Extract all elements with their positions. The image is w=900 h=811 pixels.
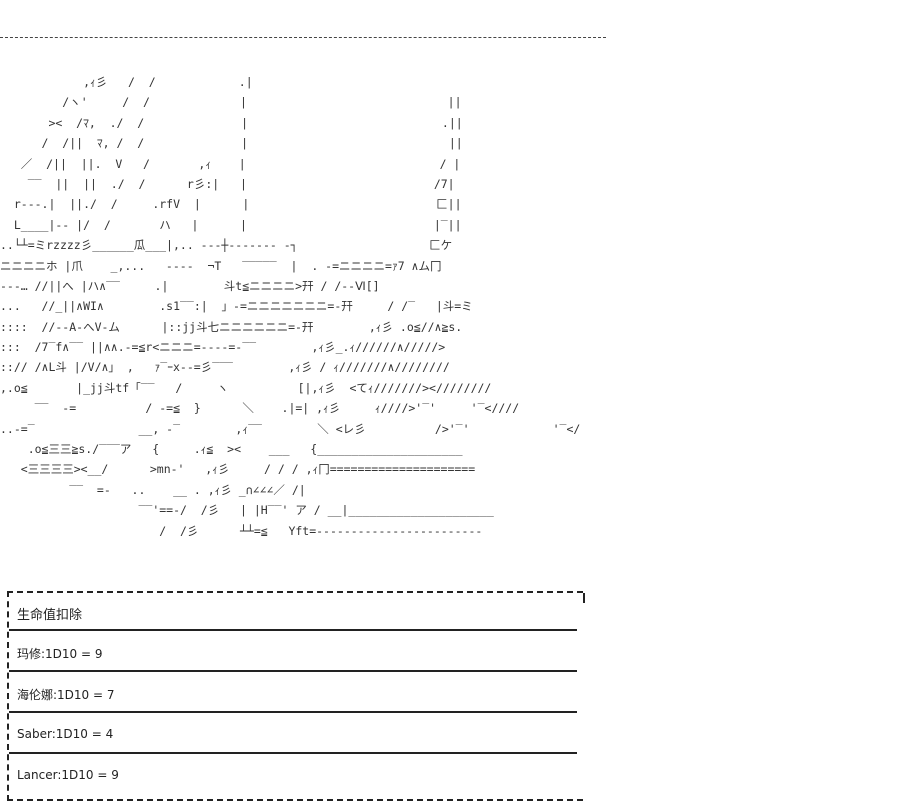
ascii-art-line: / /|| ﾏ, / / | || (0, 136, 463, 151)
dice-row-lancer: Lancer:1D10 = 9 (17, 768, 119, 782)
ascii-art-line: ,.o≦ |_jj斗tf「‾‾ / ヽ [|,ｨ彡 <てｨ///////><//… (0, 380, 492, 395)
ascii-art: ,ｨ彡 / / .| /ヽ' / / | || >< /ﾏ, ./ / | .|… (0, 72, 580, 541)
ascii-art-line: ニニニニホ |爪 _,... ---- ¬T ‾‾‾‾‾ | . -=ニニニニ=… (0, 258, 442, 273)
ascii-art-line: ‾‾'==-/ /彡 | |H‾‾' ア / __|______________… (0, 503, 494, 518)
ascii-art-line: ‐‐‐… //||へ |ハ∧‾‾ .| 斗t≦ニニニニ>幵 / /--Ⅵ[] (0, 278, 380, 293)
box-corner (583, 593, 585, 603)
ascii-art-line: ‾‾ || || ./ / r彡:| | /7| (0, 176, 455, 191)
dice-row-saber: Saber:1D10 = 4 (17, 727, 114, 741)
ascii-art-line: ‾‾ -= / -=≦ } ＼ .|=| ,ｨ彡 ｨ////>'‾' '‾<//… (0, 401, 520, 416)
dice-row-mashu: 玛修:1D10 = 9 (17, 647, 103, 661)
ascii-art-line: ,ｨ彡 / / .| (0, 75, 253, 89)
ascii-art-line: L____|-- |/ / ハ | | |‾|| (0, 217, 462, 232)
ascii-art-line: ／ /|| ||. V / ,ｨ | / | (0, 156, 461, 171)
divider (9, 629, 577, 631)
ascii-art-line: >< /ﾏ, ./ / | .|| (0, 115, 463, 130)
dice-result-box: 生命值扣除 玛修:1D10 = 9 海伦娜:1D10 = 7 Saber:1D1… (7, 591, 585, 801)
ascii-art-line: :::: //--A-へV-ム |::jj斗七ニニニニニニ=-幵 ,ｨ彡 .o≦… (0, 319, 463, 334)
ascii-art-line: /ヽ' / / | || (0, 95, 462, 110)
ascii-art-line: .o≦三三≧s./‾‾‾ア { .ｨ≦ >< ___ {____________… (0, 442, 463, 457)
divider (9, 711, 577, 713)
ascii-art-line: r‐‐‐.| ||./ / .rfV | | 匚|| (0, 197, 462, 212)
ascii-art-line: ..-=‾ __, -‾ ,ｨ‾‾ ＼ <レ彡 />'‾' '‾</ (0, 421, 581, 436)
divider (9, 752, 577, 754)
ascii-art-line: <三三三三><__/ >mn-' ,ｨ彡 / / / ,ｨ冂==========… (0, 462, 476, 477)
ascii-art-line: ..└┴=ミrzzzz彡______瓜___|,.. ---┼------- -… (0, 238, 453, 253)
top-divider (0, 37, 606, 38)
ascii-art-line: ::// /∧L斗 |/V/∧」 , ｧ‾ｰx‐-=彡‾‾‾ ,ｨ彡 / ｨ//… (0, 360, 450, 375)
divider (9, 670, 577, 672)
dice-row-helena: 海伦娜:1D10 = 7 (17, 688, 115, 702)
ascii-art-line: ... //_||∧WI∧ .s1‾‾:| 」-=ニニニニニニニ=-幵 / /‾… (0, 299, 473, 314)
box-title: 生命值扣除 (17, 608, 83, 623)
ascii-art-line: ::: /7‾f∧‾‾ ||∧∧.-=≦r<ニニニ=-‐‐‐=‐‾‾ ,ｨ彡_.… (0, 340, 446, 355)
ascii-art-line: / /彡 ┴┴=≦ Yft=-‐‐‐‐‐‐‐‐‐‐‐‐‐‐‐‐‐‐‐‐‐‐‐ (0, 523, 483, 538)
ascii-art-line: ‾‾ =- .. __ . ,ｨ彡 _∩∠∠∠／ /| (0, 482, 306, 497)
